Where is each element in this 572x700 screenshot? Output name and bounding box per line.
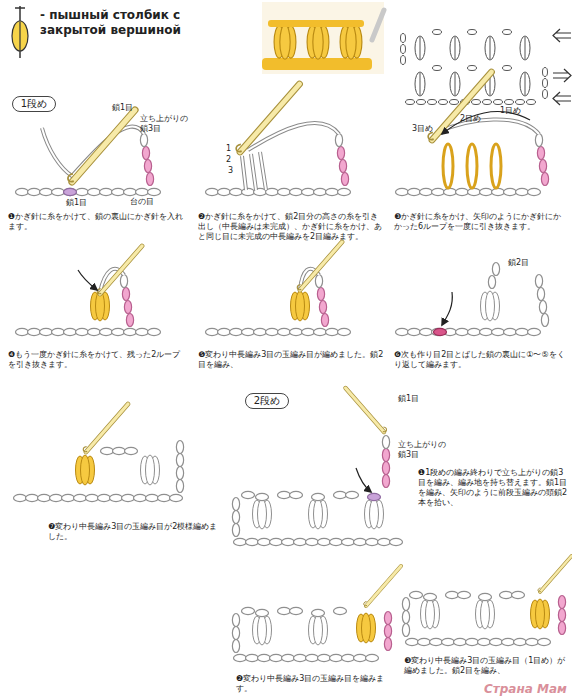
step-caption: ❶かぎ針に糸をかけて、鎖の裏山にかぎ針を入れます。 [8,212,186,232]
symbol-chart [401,29,572,105]
photo-base [262,58,372,70]
direction-arrow [553,69,571,82]
part-label: 3目め [412,124,433,134]
step-caption: ❷変わり中長編み3目の玉編み目を編みます。 [236,674,396,694]
part-label: 2目め [460,114,481,124]
step-illustration [396,72,549,196]
part-label: 立ち上がりの 鎖3目 [140,114,192,134]
puff-stitch [340,25,362,60]
insert-point [368,493,381,500]
step-caption: ❹もう一度かぎ針に糸をかけて、残った2ループを引き抜きます。 [8,350,188,370]
step-illustration [14,404,184,502]
sample-photo [262,2,384,74]
symbol-bar [15,7,25,9]
step-illustration [206,242,351,336]
direction-arrow [356,468,371,492]
step-illustration [232,566,401,662]
stitch-symbol [12,6,28,58]
part-label: 鎖1目 [66,198,87,208]
step-caption: ❸変わり中長編み3目の玉編み目（1目め）が編めました。鎖2目を編み、 [404,656,570,676]
yarn [42,127,144,176]
row-badge: 1段め [12,96,56,112]
yarn-loop [443,144,453,188]
callout-number: 2 [226,155,231,165]
direction-arrow [553,92,571,105]
part-label: 台の目 [130,197,154,207]
watermark: Страна Мам [484,682,567,696]
part-label: 立ち上がりの 鎖3目 [398,440,450,460]
diagram-title: - пышный столбик с закрытой вершиной [40,8,210,38]
step-caption: ❼変わり中長編み3目の玉編み目が2模様編めました。 [48,522,218,542]
step-illustration [16,110,161,196]
part-label: 鎖1目 [398,394,419,404]
yarn-loop [491,144,501,188]
direction-arrow [553,29,571,42]
part-label: 1目め [500,106,521,116]
symbol-stem [19,51,21,58]
photo-background [262,2,384,74]
step-illustration [402,556,571,646]
insert-point [64,188,77,195]
callout-number: 3 [228,166,233,176]
row-badge: 2段め [245,393,289,409]
step-illustration [16,246,161,336]
photo-top-chain [268,20,364,27]
step-illustration [232,388,402,546]
step-caption: ❷かぎ針に糸をかけて、鎖2目分の高さの糸を引き出し（中長編みは未完成）、かぎ針に… [198,212,386,242]
row-label: 1段め [21,97,47,111]
puff-stitch [307,25,329,60]
row-label: 2段め [254,394,280,408]
step-caption: ❻次も作り目2目とばした鎖の裏山に①〜⑤をくり返して編みます。 [394,350,568,370]
step-illustration [206,84,351,196]
symbol-oval [12,21,28,51]
puff-stitch [274,25,296,60]
part-label: 鎖1目 [112,103,133,113]
step-caption: ❶1段めの編み終わりで立ち上がりの鎖3目を編み、編み地を持ち替えます。鎖1目を編… [418,468,568,508]
symbol-stem [19,22,20,51]
direction-arrow [442,292,452,325]
yarn-loop [467,144,477,188]
direction-arrow [78,270,97,290]
step-caption: ❸かぎ針に糸をかけ、矢印のようにかぎ針にかかった6ループを一度に引き抜きます。 [394,212,568,232]
photo-hook [372,10,384,40]
step-caption: ❺変わり中長編み3目の玉編み目が編めました。鎖2目を編み、 [198,350,384,370]
part-label: 鎖2目 [508,258,529,268]
insert-point [434,328,447,335]
step-illustration [396,263,549,336]
yarn [42,127,144,176]
callout-number: 1 [226,144,231,154]
